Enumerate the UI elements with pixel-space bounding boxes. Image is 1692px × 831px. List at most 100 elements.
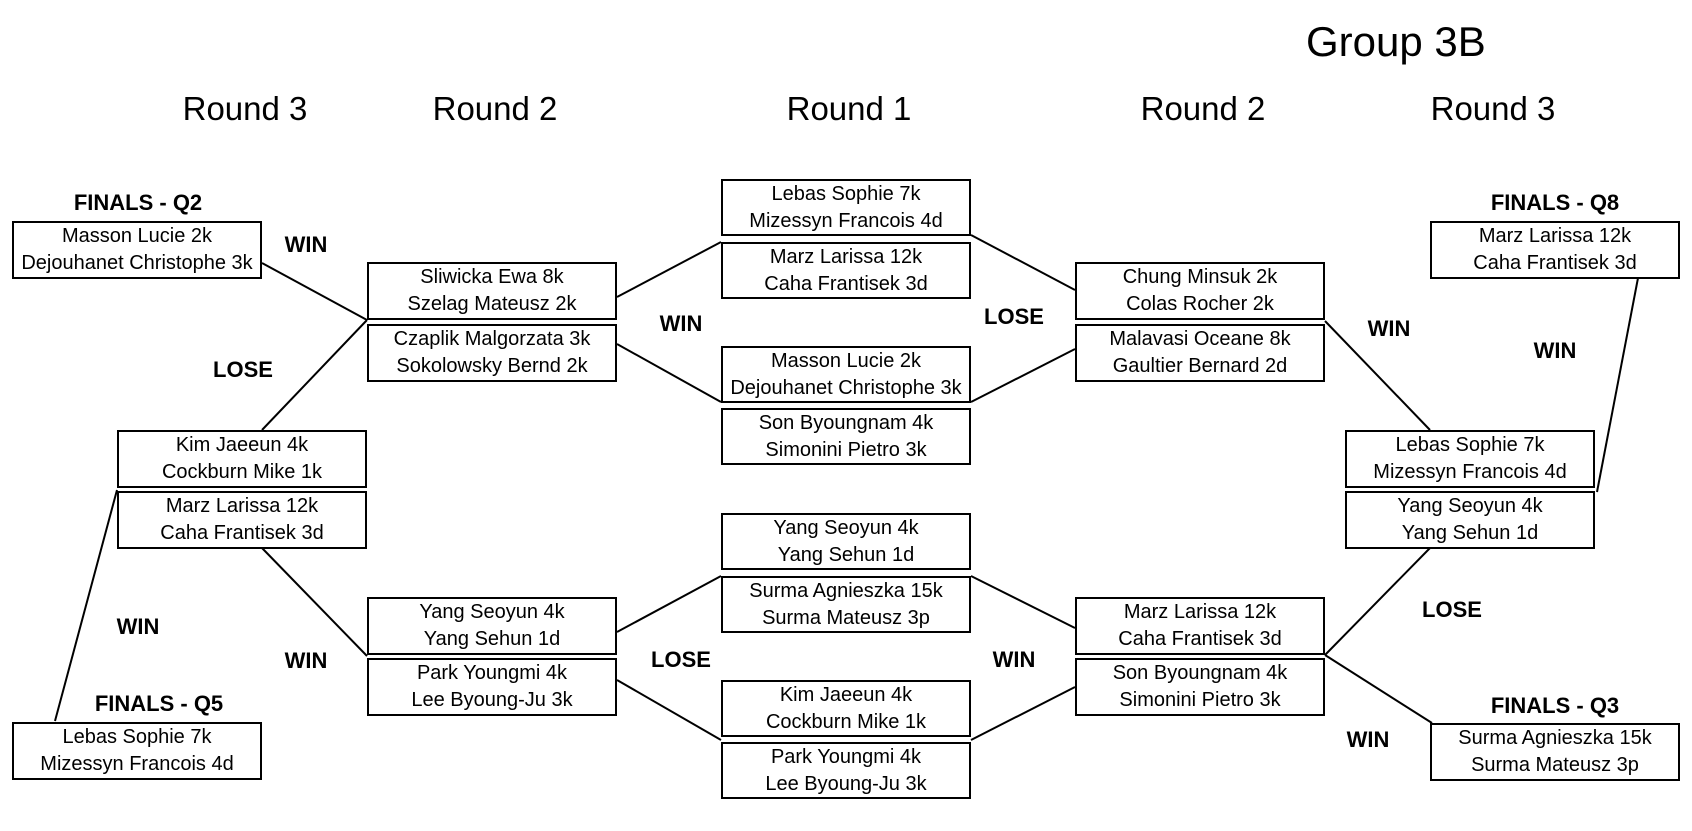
- connector-line: [1324, 320, 1431, 431]
- connector-line: [261, 547, 368, 657]
- result-label-lose: LOSE: [984, 304, 1044, 329]
- player-line: Marz Larissa 12k: [1478, 225, 1632, 247]
- player-line: Surma Mateusz 3p: [1471, 754, 1639, 776]
- player-line: Malavasi Oceane 8k: [1109, 328, 1291, 350]
- player-line: Czaplik Malgorzata 3k: [393, 328, 591, 350]
- player-line: Caha Frantisek 3d: [764, 272, 928, 295]
- match-box-right-r3-bottom: Yang Seoyun 4k Yang Sehun 1d: [1345, 491, 1595, 549]
- player-line: Szelag Mateusz 2k: [407, 293, 577, 315]
- match-box-left-r2-b: Czaplik Malgorzata 3k Sokolowsky Bernd 2…: [367, 324, 617, 382]
- match-box-center-r1-f: Surma Agnieszka 15k Surma Mateusz 3p: [721, 576, 971, 633]
- player-line: Caha Frantisek 3d: [1118, 628, 1282, 650]
- player-line: Lebas Sophie 7k: [1395, 434, 1545, 456]
- player-line: Lee Byoung-Ju 3k: [765, 772, 927, 795]
- result-label-win: WIN: [284, 648, 328, 673]
- player-line: Marz Larissa 12k: [1123, 601, 1277, 623]
- result-label-win: WIN: [284, 232, 328, 257]
- connector-line: [1324, 547, 1431, 656]
- connector-line: [1324, 654, 1433, 724]
- match-box-finals-q2: Masson Lucie 2k Dejouhanet Christophe 3k: [12, 221, 262, 279]
- result-label-win: WIN: [1346, 727, 1390, 752]
- finals-q2-header: FINALS - Q2: [73, 190, 203, 215]
- player-line: Gaultier Bernard 2d: [1112, 355, 1288, 377]
- player-line: Chung Minsuk 2k: [1122, 266, 1278, 288]
- result-label-win: WIN: [992, 647, 1036, 672]
- result-label-lose: LOSE: [1422, 597, 1482, 622]
- connector-line: [1596, 277, 1639, 493]
- result-label-lose: LOSE: [213, 357, 273, 382]
- match-box-center-r1-h: Park Youngmi 4k Lee Byoung-Ju 3k: [721, 742, 971, 799]
- match-box-right-r2-c: Marz Larissa 12k Caha Frantisek 3d: [1075, 597, 1325, 655]
- match-box-center-r1-d: Son Byoungnam 4k Simonini Pietro 3k: [721, 408, 971, 465]
- player-line: Kim Jaeeun 4k: [779, 683, 913, 706]
- round-header-right-r2: Round 2: [1140, 90, 1266, 127]
- finals-q5-header: FINALS - Q5: [94, 691, 224, 716]
- match-box-center-r1-a: Lebas Sophie 7k Mizessyn Francois 4d: [721, 179, 971, 236]
- player-line: Yang Sehun 1d: [1401, 522, 1539, 544]
- player-line: Yang Seoyun 4k: [419, 601, 565, 623]
- player-line: Simonini Pietro 3k: [765, 438, 927, 461]
- finals-q8-header: FINALS - Q8: [1490, 190, 1620, 215]
- result-label-win: WIN: [116, 614, 160, 639]
- player-line: Yang Sehun 1d: [423, 628, 561, 650]
- player-line: Dejouhanet Christophe 3k: [730, 376, 962, 399]
- connector-line: [616, 575, 722, 633]
- connector-line: [970, 234, 1076, 291]
- match-box-left-r3-top: Kim Jaeeun 4k Cockburn Mike 1k: [117, 430, 367, 488]
- match-box-right-r2-a: Chung Minsuk 2k Colas Rocher 2k: [1075, 262, 1325, 320]
- player-line: Marz Larissa 12k: [769, 245, 923, 268]
- player-line: Kim Jaeeun 4k: [175, 434, 309, 456]
- player-line: Surma Agnieszka 15k: [749, 579, 943, 602]
- round-header-left-r2: Round 2: [432, 90, 558, 127]
- match-box-right-r2-b: Malavasi Oceane 8k Gaultier Bernard 2d: [1075, 324, 1325, 382]
- result-label-lose: LOSE: [651, 647, 711, 672]
- match-box-left-r2-d: Park Youngmi 4k Lee Byoung-Ju 3k: [367, 658, 617, 716]
- match-box-finals-q5: Lebas Sophie 7k Mizessyn Francois 4d: [12, 722, 262, 780]
- player-line: Park Youngmi 4k: [416, 662, 568, 684]
- player-line: Mizessyn Francois 4d: [749, 209, 943, 232]
- player-line: Cockburn Mike 1k: [765, 710, 927, 733]
- connector-line: [970, 686, 1076, 741]
- player-line: Son Byoungnam 4k: [1112, 662, 1288, 684]
- result-label-win: WIN: [1367, 316, 1411, 341]
- connector-line: [970, 575, 1076, 629]
- connector-line: [616, 343, 722, 403]
- player-line: Marz Larissa 12k: [165, 495, 319, 517]
- player-line: Simonini Pietro 3k: [1119, 689, 1281, 711]
- player-line: Cockburn Mike 1k: [161, 461, 323, 483]
- match-box-right-r3-top: Lebas Sophie 7k Mizessyn Francois 4d: [1345, 430, 1595, 488]
- match-box-left-r2-c: Yang Seoyun 4k Yang Sehun 1d: [367, 597, 617, 655]
- round-header-left-r3: Round 3: [182, 90, 308, 127]
- match-box-center-r1-e: Yang Seoyun 4k Yang Sehun 1d: [721, 513, 971, 570]
- match-box-left-r2-a: Sliwicka Ewa 8k Szelag Mateusz 2k: [367, 262, 617, 320]
- match-box-finals-q3: Surma Agnieszka 15k Surma Mateusz 3p: [1430, 723, 1680, 781]
- match-box-left-r3-bottom: Marz Larissa 12k Caha Frantisek 3d: [117, 491, 367, 549]
- player-line: Mizessyn Francois 4d: [40, 753, 234, 775]
- player-line: Son Byoungnam 4k: [758, 411, 934, 434]
- player-line: Surma Mateusz 3p: [762, 606, 930, 629]
- player-line: Sliwicka Ewa 8k: [420, 266, 564, 288]
- match-box-center-r1-b: Marz Larissa 12k Caha Frantisek 3d: [721, 242, 971, 299]
- match-box-right-r2-d: Son Byoungnam 4k Simonini Pietro 3k: [1075, 658, 1325, 716]
- connector-line: [616, 241, 722, 298]
- player-line: Caha Frantisek 3d: [1473, 252, 1637, 274]
- finals-q3-header: FINALS - Q3: [1490, 693, 1620, 718]
- player-line: Colas Rocher 2k: [1126, 293, 1274, 315]
- player-line: Caha Frantisek 3d: [160, 522, 324, 544]
- player-line: Masson Lucie 2k: [770, 349, 922, 372]
- player-line: Lebas Sophie 7k: [771, 182, 921, 205]
- page-title: Group 3B: [1306, 18, 1486, 65]
- player-line: Mizessyn Francois 4d: [1373, 461, 1567, 483]
- player-line: Yang Seoyun 4k: [773, 516, 919, 539]
- player-line: Masson Lucie 2k: [61, 225, 213, 247]
- result-label-win: WIN: [1533, 338, 1577, 363]
- round-header-center-r1: Round 1: [786, 90, 912, 127]
- player-line: Dejouhanet Christophe 3k: [21, 252, 253, 274]
- round-header-right-r3: Round 3: [1430, 90, 1556, 127]
- match-box-center-r1-c: Masson Lucie 2k Dejouhanet Christophe 3k: [721, 346, 971, 403]
- connector-line: [616, 679, 722, 741]
- connector-line: [970, 348, 1076, 403]
- player-line: Yang Sehun 1d: [777, 543, 915, 566]
- player-line: Lebas Sophie 7k: [62, 726, 212, 748]
